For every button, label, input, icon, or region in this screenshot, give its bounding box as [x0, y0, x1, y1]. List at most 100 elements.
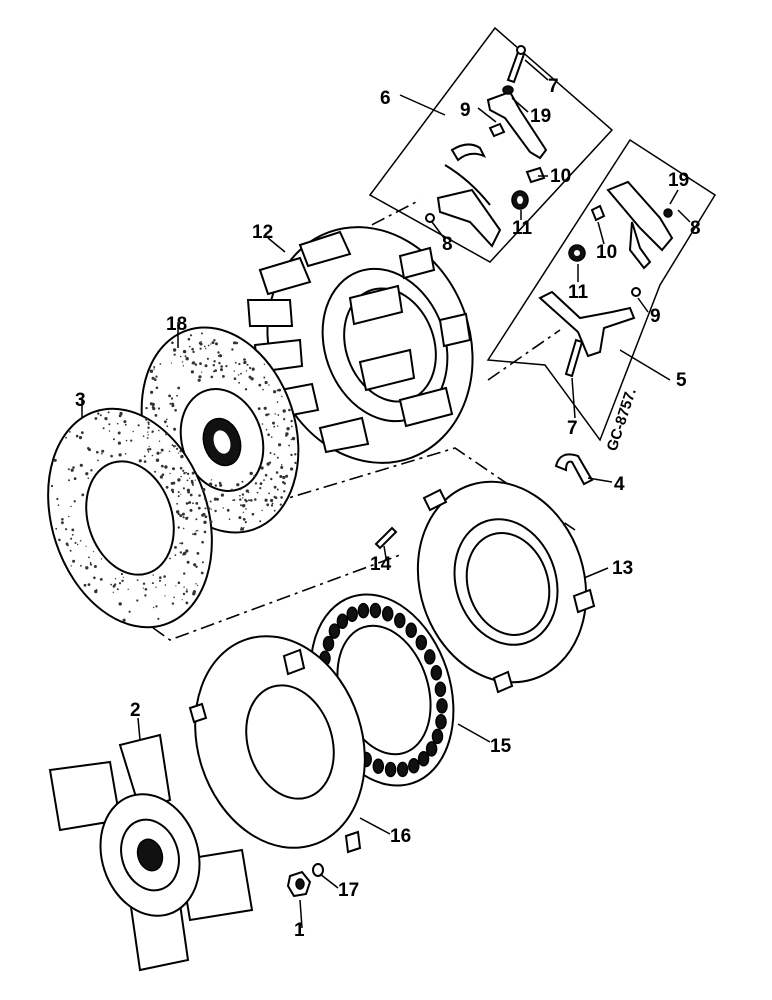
- speckle: [182, 349, 187, 354]
- callout-9-lower: 9: [650, 306, 661, 327]
- speckle: [182, 527, 185, 530]
- speckle: [116, 588, 119, 591]
- speckle: [182, 469, 185, 472]
- callout-7-upper: 7: [548, 76, 559, 97]
- speckle: [71, 528, 75, 532]
- callout-1: 1: [294, 920, 305, 941]
- assembly-line-right: [487, 329, 561, 381]
- speckle: [117, 441, 121, 445]
- speckle: [272, 421, 275, 425]
- speckle: [182, 592, 186, 596]
- speckle: [263, 406, 267, 410]
- speckle: [270, 504, 274, 507]
- speckle: [203, 497, 207, 500]
- speckle: [280, 496, 283, 499]
- speckle: [186, 479, 189, 482]
- speckle: [161, 473, 165, 477]
- speckle: [192, 361, 196, 365]
- callout-12: 12: [252, 222, 273, 243]
- speckle: [179, 466, 183, 470]
- speckle: [151, 431, 154, 433]
- speckle: [220, 365, 223, 368]
- speckle: [117, 431, 121, 435]
- speckle: [192, 590, 196, 594]
- speckle: [191, 471, 195, 475]
- washer-17: [312, 863, 324, 877]
- speckle: [228, 518, 231, 520]
- speckle: [172, 467, 175, 471]
- speckle: [220, 493, 224, 497]
- speckle: [213, 360, 216, 363]
- callout-11-lower: 11: [568, 282, 589, 303]
- speckle: [291, 436, 296, 441]
- spring-coil: [394, 612, 406, 629]
- speckle: [253, 474, 256, 478]
- spring-coil: [357, 602, 370, 619]
- speckle: [208, 482, 213, 486]
- speckle: [288, 408, 291, 412]
- speckle: [243, 358, 246, 361]
- speckle: [242, 511, 245, 513]
- intermediate-plate-13: [416, 480, 596, 694]
- speckle: [239, 498, 242, 501]
- speckle: [137, 424, 140, 427]
- speckle: [237, 374, 240, 376]
- spring-coil: [322, 635, 335, 652]
- speckle: [189, 334, 193, 337]
- speckle: [185, 590, 188, 593]
- hub-disc-2: [48, 733, 254, 972]
- speckle: [274, 413, 276, 415]
- speckle: [179, 450, 182, 453]
- speckle: [153, 366, 156, 368]
- speckle: [183, 472, 186, 475]
- speckle: [154, 378, 157, 382]
- speckle: [104, 417, 108, 421]
- speckle: [189, 508, 193, 512]
- speckle: [191, 483, 194, 486]
- speckle: [218, 354, 223, 358]
- callout-15: 15: [490, 736, 512, 757]
- speckle: [267, 433, 270, 437]
- speckle: [183, 551, 187, 556]
- speckle: [177, 495, 180, 498]
- speckle: [177, 526, 180, 529]
- callout-14: 14: [370, 554, 392, 575]
- callout-10-upper: 10: [550, 166, 571, 187]
- speckle: [70, 505, 72, 508]
- speckle: [204, 515, 208, 519]
- speckle: [180, 475, 182, 478]
- speckle: [201, 561, 204, 564]
- speckle: [264, 473, 268, 477]
- speckle: [197, 529, 199, 532]
- pin-10b: [590, 204, 606, 222]
- speckle: [264, 380, 268, 385]
- speckle: [118, 414, 122, 418]
- speckle: [181, 512, 185, 516]
- speckle: [196, 552, 200, 555]
- callout-9-upper: 9: [460, 100, 471, 121]
- speckle: [65, 542, 69, 546]
- speckle: [124, 423, 127, 426]
- speckle: [214, 509, 217, 513]
- callout-10-lower: 10: [596, 242, 617, 263]
- speckle: [143, 460, 147, 463]
- speckle: [260, 466, 264, 470]
- speckle: [290, 467, 294, 471]
- speckle: [173, 445, 176, 448]
- speckle: [155, 586, 157, 588]
- speckle: [281, 395, 283, 398]
- speckle: [185, 357, 189, 361]
- speckle: [120, 572, 123, 576]
- speckle: [154, 414, 158, 417]
- speckle: [192, 533, 194, 536]
- speckle: [77, 543, 79, 546]
- speckle: [264, 498, 268, 502]
- speckle: [242, 504, 246, 508]
- spring-coil: [434, 681, 447, 698]
- speckle: [112, 591, 115, 593]
- speckle: [259, 520, 262, 523]
- speckle: [155, 386, 159, 390]
- speckle: [235, 341, 239, 345]
- speckle: [195, 502, 199, 505]
- speckle: [234, 361, 237, 364]
